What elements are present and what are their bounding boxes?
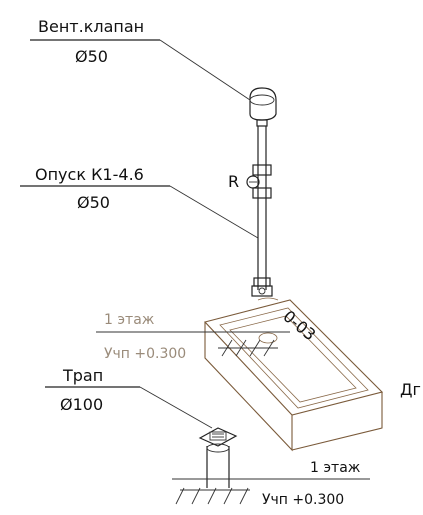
riser-pipe [246,126,273,297]
drain-diameter: Ø100 [60,395,103,414]
upper-floor-hatch [218,339,278,357]
upper-floor-level: Учп +0.300 [104,346,186,362]
fixture-code: 0-03 [279,307,319,345]
edge-text: Дг [400,380,421,399]
drain-leader [139,386,213,429]
upper-floor-mark: 1 этаж Учп +0.300 [96,312,290,362]
riser-callout: Опуск К1-4.6 Ø50 [20,165,259,239]
lower-floor-level: Учп +0.300 [262,492,344,508]
upper-floor-label: 1 этаж [104,312,155,328]
riser-label: Опуск К1-4.6 [35,165,144,184]
floor-drain [198,427,238,488]
riser-leader [169,185,259,239]
lower-floor-label: 1 этаж [310,460,361,476]
revision-mark: R [228,172,239,191]
riser-diameter: Ø50 [77,193,110,212]
lower-floor-hatch [175,487,250,505]
vent-valve-leader [159,39,251,101]
vent-valve-diameter: Ø50 [75,47,108,66]
vent-valve-callout: Вент.клапан Ø50 [30,17,251,101]
lower-floor-mark: 1 этаж Учп +0.300 [172,460,370,508]
drain-label: Трап [62,366,103,385]
vent-valve [249,87,277,127]
vent-valve-label: Вент.клапан [38,17,144,36]
sanitary-fixture [203,297,384,452]
drain-callout: Трап Ø100 [45,366,213,429]
